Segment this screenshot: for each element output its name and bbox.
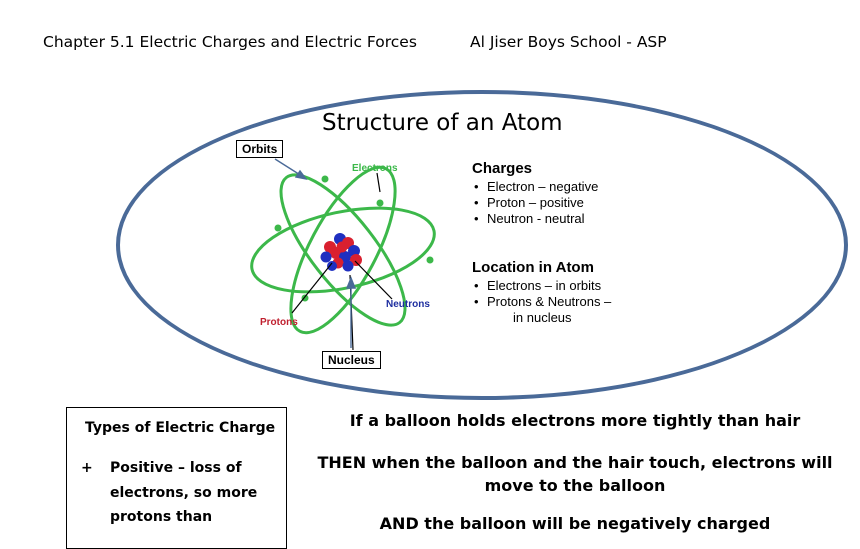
pointer-arrows — [274, 158, 357, 348]
orbit-ring — [279, 173, 407, 327]
protons-label: Protons — [260, 317, 298, 328]
charges-list: Electron – negative Proton – positive Ne… — [472, 179, 598, 227]
electron-dots — [274, 175, 434, 302]
charges-heading: Charges — [472, 160, 533, 177]
electron-dot — [321, 175, 329, 183]
location-list: Electrons – in orbits Protons & Neutrons… — [472, 278, 611, 326]
list-item-continuation: in nucleus — [513, 310, 572, 325]
atom-diagram — [250, 158, 436, 351]
types-list-item: + Positive – loss of electrons, so more … — [81, 456, 280, 530]
atom-title: Structure of an Atom — [322, 110, 563, 136]
orbit-ring — [289, 165, 397, 335]
electron-dot — [274, 224, 282, 232]
atom-ellipse-frame — [116, 90, 848, 400]
list-item: Electron – negative — [472, 179, 598, 195]
list-item: Protons & Neutrons – — [472, 294, 611, 310]
list-item: Electrons – in orbits — [472, 278, 611, 294]
list-item: Neutron - neutral — [472, 211, 598, 227]
header-school-name: Al Jiser Boys School - ASP — [470, 33, 667, 51]
balloon-line-3: AND the balloon will be negatively charg… — [379, 514, 771, 533]
types-of-charge-box: Types of Electric Charge + Positive – lo… — [66, 407, 287, 549]
location-section: Location in Atom Electrons – in orbits P… — [472, 259, 611, 326]
header-chapter-title: Chapter 5.1 Electric Charges and Electri… — [43, 33, 417, 51]
types-item-text: Positive – loss of electrons, so more pr… — [110, 460, 258, 525]
balloon-line-2: THEN when the balloon and the hair touch… — [317, 453, 833, 495]
nucleus-label: Nucleus — [322, 351, 381, 369]
nucleus-cluster — [320, 233, 362, 272]
types-title: Types of Electric Charge — [85, 420, 276, 436]
list-item: Proton – positive — [472, 195, 598, 211]
location-heading: Location in Atom — [472, 259, 594, 276]
orbits-label: Orbits — [236, 140, 284, 158]
balloon-line-1: If a balloon holds electrons more tightl… — [349, 411, 801, 430]
charges-section: Charges Electron – negative Proton – pos… — [472, 160, 598, 227]
electron-dot — [426, 256, 434, 264]
electrons-label: Electrons — [352, 163, 398, 174]
plus-bullet: + — [81, 460, 93, 476]
electron-dot — [376, 199, 384, 207]
neutrons-label: Neutrons — [386, 299, 430, 310]
